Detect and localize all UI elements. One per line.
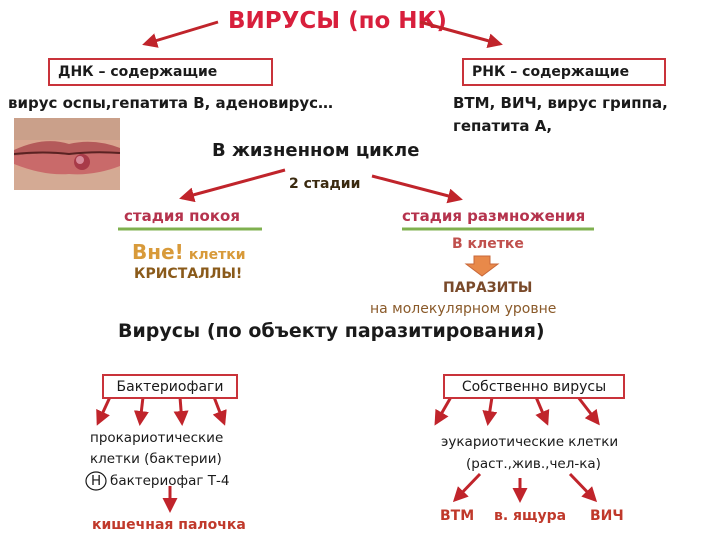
arrow-title-to-dna [142,20,219,48]
diagram-title: ВИРУСЫ (по НК) [228,8,447,34]
arrow-virus-4 [576,396,600,426]
outside-cell-label: Вне! клетки [132,240,246,264]
orange-down-arrow [464,255,500,277]
in-cell-label: В клетке [452,236,524,252]
life-cycle-heading: В жизненном цикле [212,140,420,161]
vtm-label: ВТМ [440,508,475,524]
outside-cells-word: клетки [188,247,246,263]
prokaryotic-line2: клетки (бактерии) [90,451,222,467]
bacteriophages-label: Бактериофаги [116,378,224,395]
two-stages-label: 2 стадии [289,176,361,192]
arrow-phage-3 [173,396,189,426]
arrow-virus-3 [534,396,550,426]
stage-rest-label: стадия покоя [124,207,240,225]
h-circle [85,471,107,491]
arrow-phage-1 [96,396,112,426]
parasites-label: ПАРАЗИТЫ [443,280,533,296]
crystals-label: КРИСТАЛЛЫ! [134,266,243,282]
arrow-euk-to-vtm [452,472,482,503]
rna-box-label: РНК – содержащие [472,64,630,80]
molecular-level-label: на молекулярном уровне [370,301,557,317]
outside-exclaim: Вне! [132,240,184,264]
viruses-by-object-heading: Вирусы (по объекту паразитирования) [118,320,545,342]
arrow-virus-2 [482,396,498,426]
hiv-label: ВИЧ [590,508,624,524]
fmd-label: в. ящура [494,508,567,524]
dna-examples: вирус оспы,гепатита В, аденовирус… [8,94,334,112]
arrow-life-to-rest [179,168,286,203]
lip-photo-image [14,118,120,190]
rna-examples-line1: ВТМ, ВИЧ, вирус гриппа, [453,94,668,112]
phage-t4-label: бактериофаг Т-4 [110,473,230,489]
stage-reproduction-label: стадия размножения [402,207,586,225]
bacteriophages-box: Бактериофаги [102,374,238,399]
dna-box-label: ДНК – содержащие [58,64,218,80]
prokaryotic-line1: прокариотические [90,430,224,446]
phage-h-label: Н [91,473,102,489]
rna-examples-line2: гепатита А, [453,117,553,135]
ecoli-label: кишечная палочка [92,517,246,533]
arrow-life-to-repro [371,174,463,204]
eukaryotic-line2: (раст.,жив.,чел-ка) [466,456,601,472]
rna-box: РНК – содержащие [462,58,666,86]
arrow-title-to-rna [419,20,503,49]
eukaryotic-line1: эукариотические клетки [441,434,619,450]
dna-box: ДНК – содержащие [48,58,273,86]
arrow-phage-2 [133,396,149,426]
arrow-euk-to-hiv [568,472,598,503]
arrow-phage-4 [212,396,227,426]
proper-viruses-box: Собственно вирусы [443,374,625,399]
proper-viruses-label: Собственно вирусы [461,378,607,395]
arrow-virus-1 [434,396,453,426]
